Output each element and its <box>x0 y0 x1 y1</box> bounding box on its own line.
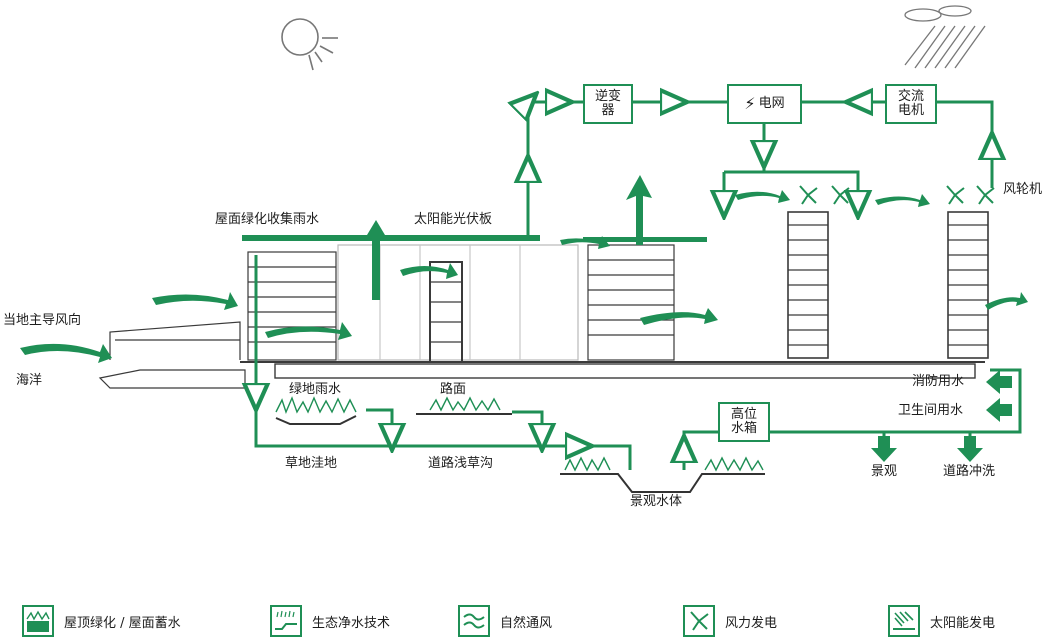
alternator-line-2: 电机 <box>897 103 924 118</box>
legend-roof-green: 屋顶绿化 / 屋面蓄水 <box>22 603 181 639</box>
inverter-box: 逆变 器 <box>583 84 633 124</box>
water-supply-arrows <box>871 370 1012 462</box>
wind-turbine-icons <box>799 185 995 205</box>
legend-eco-purify: 生态净水技术 <box>270 603 390 639</box>
water-tank-line-1: 高位 <box>730 407 757 422</box>
inverter-line-1: 逆变 <box>594 89 621 104</box>
solar-pv-label: 太阳能光伏板 <box>414 212 493 227</box>
legend-natural-vent: 自然通风 <box>458 603 552 639</box>
road-swale-label: 道路浅草沟 <box>428 456 494 471</box>
grass-depression-label: 草地洼地 <box>285 456 338 471</box>
legend-label: 生态净水技术 <box>312 615 391 631</box>
lightning-icon: ⚡ <box>744 94 756 113</box>
building-complex <box>98 211 989 389</box>
legend-label: 太阳能发电 <box>930 615 996 631</box>
energy-flow-lines <box>528 102 992 240</box>
eco-purify-icon <box>270 605 302 637</box>
green-rain-label: 绿地雨水 <box>289 382 342 397</box>
roof-green-slab <box>242 235 540 241</box>
road-surface-label: 路面 <box>440 382 467 397</box>
natural-vent-icon <box>458 605 490 637</box>
fire-water-label: 消防用水 <box>912 374 965 389</box>
roof-green-icon <box>22 605 54 637</box>
ocean-label: 海洋 <box>16 373 43 388</box>
water-tank-line-2: 水箱 <box>730 421 757 436</box>
solar-power-icon <box>888 605 920 637</box>
alternator-box: 交流 电机 <box>885 84 937 124</box>
landscape-label: 景观 <box>871 464 898 479</box>
alternator-line-1: 交流 <box>897 89 924 104</box>
solar-panel-slab <box>583 237 707 242</box>
wind-power-icon <box>683 605 715 637</box>
sun-icon <box>281 18 338 71</box>
road-wash-label: 道路冲洗 <box>943 464 996 479</box>
landscape-water-label: 景观水体 <box>630 494 683 509</box>
roof-green-label: 屋面绿化收集雨水 <box>215 212 320 227</box>
wind-turbine-label: 风轮机 <box>1003 182 1043 197</box>
water-flow-lines <box>256 255 1022 470</box>
grid-box: ⚡ 电网 <box>727 84 802 124</box>
wind-flow-arrows <box>20 175 1028 363</box>
toilet-water-label: 卫生间用水 <box>898 403 964 418</box>
legend-label: 风力发电 <box>725 615 778 631</box>
grass-patches <box>275 396 765 493</box>
water-tank-box: 高位 水箱 <box>718 402 770 442</box>
legend-label: 自然通风 <box>500 615 553 631</box>
wind-direction-label: 当地主导风向 <box>3 313 82 328</box>
legend-solar-power: 太阳能发电 <box>888 603 995 639</box>
legend-label: 屋顶绿化 / 屋面蓄水 <box>64 615 181 631</box>
legend-wind-power: 风力发电 <box>683 603 777 639</box>
grid-label: 电网 <box>758 96 785 111</box>
inverter-line-2: 器 <box>601 103 615 118</box>
rain-cloud-icon <box>904 5 986 69</box>
